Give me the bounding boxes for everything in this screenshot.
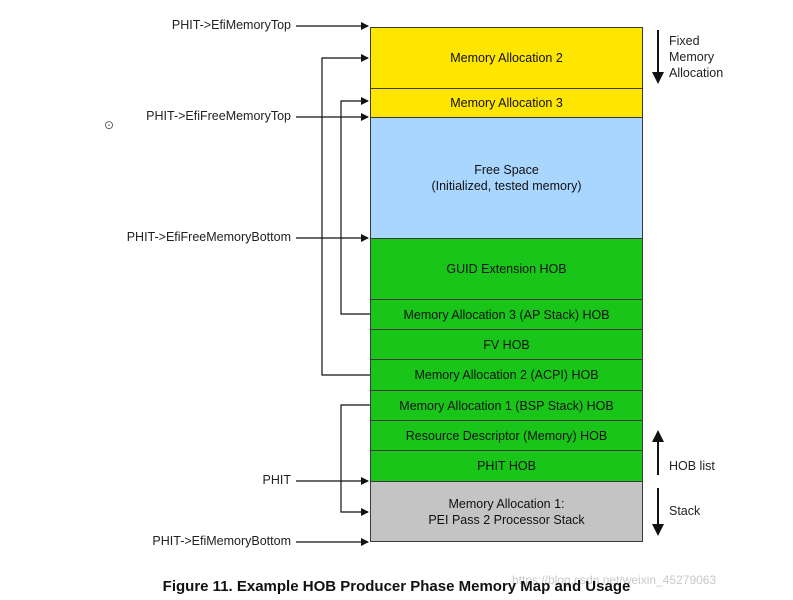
block-phit-hob: PHIT HOB bbox=[370, 450, 643, 482]
label-hob-list: HOB list bbox=[669, 459, 715, 473]
label-efi-free-memory-bottom: PHIT->EfiFreeMemoryBottom bbox=[126, 230, 291, 244]
block-label: Memory Allocation 2 (ACPI) HOB bbox=[414, 368, 599, 382]
link-mem-alloc-3 bbox=[340, 97, 370, 315]
block-memory-allocation-2: Memory Allocation 2 bbox=[370, 27, 643, 89]
label-efi-free-memory-top: PHIT->EfiFreeMemoryTop bbox=[146, 109, 291, 123]
block-label: Resource Descriptor (Memory) HOB bbox=[405, 428, 608, 443]
label-stack: Stack bbox=[669, 504, 701, 518]
link-mem-alloc-2 bbox=[321, 54, 370, 376]
block-memory-allocation-3-hob: Memory Allocation 3 (AP Stack) HOB bbox=[370, 299, 643, 330]
label-fixed-memory-allocation: Fixed Memory Allocation bbox=[669, 33, 723, 81]
block-label: Memory Allocation 1: bbox=[448, 496, 565, 511]
block-memory-allocation-1: Memory Allocation 1: PEI Pass 2 Processo… bbox=[370, 481, 643, 542]
watermark: https://blog.csdn.net/weixin_45279063 bbox=[512, 573, 717, 587]
block-sublabel: (Initialized, tested memory) bbox=[431, 179, 582, 193]
label-line: Allocation bbox=[669, 66, 724, 80]
block-label: Memory Allocation 1 (BSP Stack) HOB bbox=[399, 398, 614, 413]
label-efi-memory-top: PHIT->EfiMemoryTop bbox=[171, 18, 291, 32]
label-line: Fixed bbox=[669, 34, 700, 48]
label-efi-memory-bottom: PHIT->EfiMemoryBottom bbox=[152, 534, 291, 548]
block-memory-allocation-1-hob: Memory Allocation 1 (BSP Stack) HOB bbox=[370, 390, 643, 421]
label-phit: PHIT bbox=[262, 473, 291, 487]
block-free-space: Free Space (Initialized, tested memory) bbox=[370, 117, 643, 239]
mouse-cursor-icon: ⊙ bbox=[104, 118, 115, 132]
block-label: GUID Extension HOB bbox=[446, 262, 567, 276]
block-label: Free Space bbox=[474, 163, 539, 177]
block-sublabel: PEI Pass 2 Processor Stack bbox=[428, 512, 585, 527]
block-label: PHIT HOB bbox=[477, 459, 536, 473]
block-label: Memory Allocation 3 bbox=[450, 96, 563, 110]
block-resource-descriptor-hob: Resource Descriptor (Memory) HOB bbox=[370, 420, 643, 451]
link-mem-alloc-1 bbox=[340, 404, 370, 516]
figure-caption: Figure 11. Example HOB Producer Phase Me… bbox=[162, 578, 631, 595]
block-guid-extension-hob: GUID Extension HOB bbox=[370, 238, 643, 300]
block-label: Memory Allocation 2 bbox=[450, 51, 563, 65]
block-label: FV HOB bbox=[483, 337, 530, 352]
block-label: Memory Allocation 3 (AP Stack) HOB bbox=[403, 307, 610, 322]
block-fv-hob: FV HOB bbox=[370, 329, 643, 360]
label-line: Memory bbox=[669, 50, 715, 64]
block-memory-allocation-3: Memory Allocation 3 bbox=[370, 88, 643, 118]
block-memory-allocation-2-hob: Memory Allocation 2 (ACPI) HOB bbox=[370, 359, 643, 391]
